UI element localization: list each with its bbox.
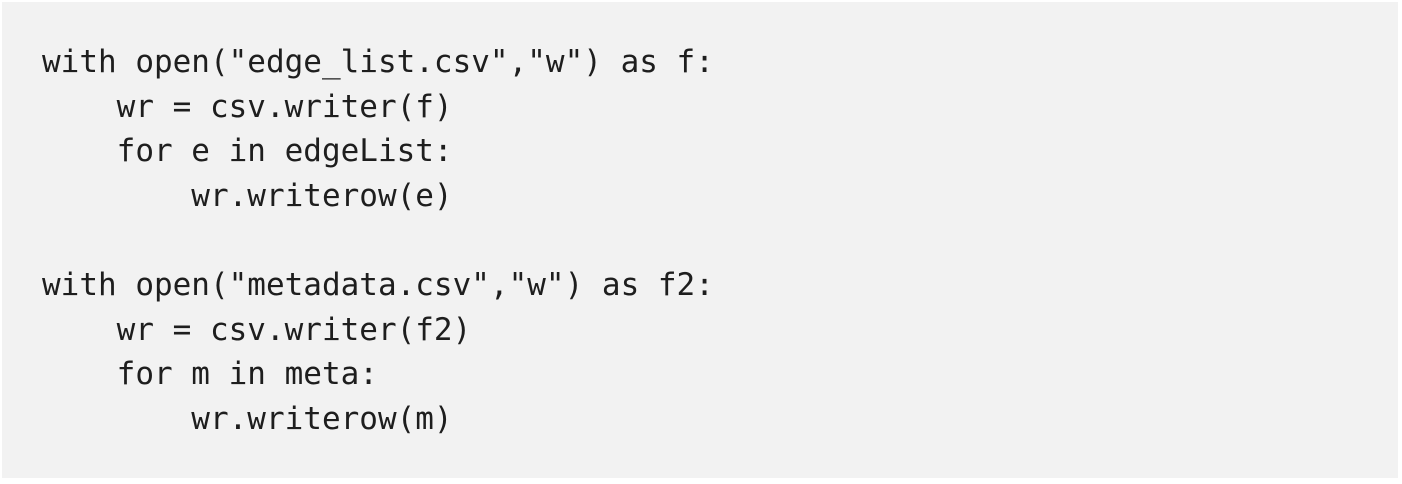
code-line: wr = csv.writer(f2) <box>42 311 472 348</box>
blank-line <box>42 218 714 263</box>
code-lines: with open("edge_list.csv","w") as f: wr … <box>42 40 714 441</box>
code-line: with open("edge_list.csv","w") as f: <box>42 44 714 80</box>
code-line: wr = csv.writer(f) <box>42 88 453 125</box>
code-line: with open("metadata.csv","w") as f2: <box>42 266 714 303</box>
code-block: with open("edge_list.csv","w") as f: wr … <box>2 2 1398 478</box>
code-line: for m in meta: <box>42 356 378 393</box>
code-line: for e in edgeList: <box>42 133 453 170</box>
code-line: wr.writerow(e) <box>42 177 453 214</box>
code-line: wr.writerow(m) <box>42 400 453 437</box>
